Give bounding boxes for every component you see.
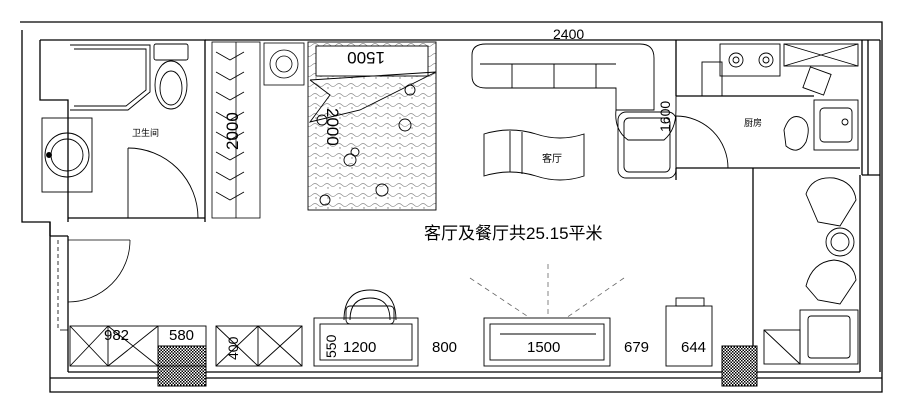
nightstand	[263, 42, 305, 86]
dimension-tv-unit: 1500	[527, 339, 560, 356]
dining-set	[763, 177, 859, 365]
column-block	[721, 345, 758, 387]
dimension-bed-width: 1500	[347, 48, 385, 67]
bathroom	[41, 43, 199, 219]
tv-view-lines	[469, 264, 625, 319]
entry-door	[60, 239, 131, 331]
sofa	[471, 43, 677, 179]
dimension-desk-depth: 550	[323, 334, 339, 358]
room-label-kitchen: 厨房	[744, 117, 762, 128]
dimension-cabinet-b: 580	[169, 327, 194, 344]
dimension-unit-c: 644	[681, 339, 706, 356]
dimension-cabinet-a: 982	[104, 327, 129, 344]
bottom-cabinets	[69, 289, 713, 367]
dimension-desk-width: 1200	[343, 339, 376, 356]
dimension-wardrobe: 2000	[223, 112, 242, 150]
dimension-gap-b: 679	[624, 339, 649, 356]
dimension-top-width: 2400	[553, 26, 584, 42]
area-summary: 客厅及餐厅共25.15平米	[424, 224, 603, 243]
dimension-sofa-depth: 1600	[657, 101, 673, 132]
room-label-living: 客厅	[542, 152, 562, 165]
coffee-table	[483, 129, 585, 181]
room-label-bathroom: 卫生间	[132, 127, 159, 138]
walls	[20, 21, 883, 393]
dimension-gap: 800	[432, 339, 457, 356]
dimension-cabinet-c: 400	[225, 336, 241, 360]
kitchen	[675, 43, 859, 169]
dimension-bed-length: 2000	[323, 108, 342, 146]
bed	[307, 41, 437, 211]
wardrobe	[211, 41, 261, 219]
